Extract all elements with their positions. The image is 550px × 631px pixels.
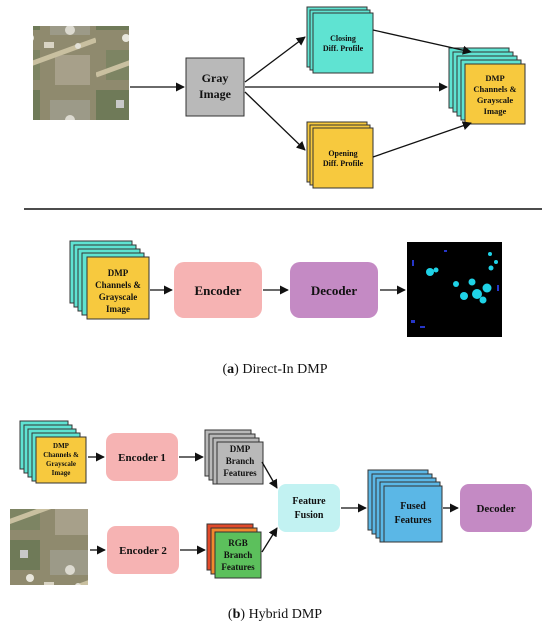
arrow-dmpbranch-to-fusion: [261, 461, 278, 489]
fused-features-stack: Fused Features: [367, 469, 443, 543]
dmp-row-label-2: Channels &: [95, 280, 141, 290]
decoder-box: Decoder: [290, 262, 378, 318]
dmp-branch-label-1: DMP: [230, 444, 251, 454]
caption-b-text: Hybrid DMP: [245, 607, 322, 622]
gray-image-box: Gray Image: [185, 57, 245, 117]
opening-label-2: Diff. Profile: [323, 159, 364, 168]
arrow-opening-to-dmp: [372, 121, 472, 158]
aerial-input-image-b: [10, 509, 88, 585]
dmp-b-label-1: DMP: [53, 442, 70, 450]
dmp-b-label-4: Image: [52, 469, 71, 477]
caption-a-text: Direct-In DMP: [239, 362, 328, 377]
closing-profile-stack: Closing Diff. Profile: [306, 6, 374, 74]
closing-label-2: Diff. Profile: [323, 44, 364, 53]
dmp-stack-top: DMP Channels & Grayscale Image: [448, 47, 526, 125]
dmp-b-label-3: Grayscale: [46, 460, 76, 468]
caption-a: (a) Direct-In DMP: [223, 362, 328, 377]
dmp-b-label-2: Channels &: [43, 451, 79, 459]
arrow-gray-to-opening: [244, 91, 306, 151]
dmp-row-label-1: DMP: [108, 268, 129, 278]
arrow-closing-to-dmp: [372, 29, 472, 55]
dmp-top-label-1: DMP: [485, 73, 504, 83]
rgb-branch-label-2: Branch: [224, 550, 253, 560]
encoder1-box: Encoder 1: [106, 433, 178, 481]
dmp-branch-label-3: Features: [223, 468, 257, 478]
aerial-input-image: [33, 26, 129, 120]
decoder-b-label: Decoder: [476, 503, 515, 515]
gray-image-label-2: Image: [199, 87, 232, 101]
encoder-box: Encoder: [174, 262, 262, 318]
dmp-branch-features-stack: DMP Branch Features: [204, 429, 264, 485]
decoder-b-box: Decoder: [460, 484, 532, 532]
dmp-stack-b: DMP Channels & Grayscale Image: [19, 420, 87, 484]
dmp-row-label-4: Image: [106, 304, 130, 314]
rgb-branch-features-stack: RGB Branch Features: [206, 523, 262, 579]
segmentation-output-map: [407, 242, 502, 337]
encoder2-label: Encoder 2: [119, 545, 167, 557]
caption-b: (b) Hybrid DMP: [228, 607, 322, 622]
dmp-branch-label-2: Branch: [226, 456, 255, 466]
fused-label-1: Fused: [400, 501, 426, 512]
dmp-stack-row-a: DMP Channels & Grayscale Image: [69, 240, 150, 320]
fusion-label-2: Fusion: [295, 510, 324, 521]
rgb-branch-label-3: Features: [221, 562, 255, 572]
decoder-label: Decoder: [311, 283, 357, 298]
caption-a-letter: a: [227, 362, 234, 377]
dmp-top-label-4: Image: [484, 106, 507, 116]
feature-fusion-box: Feature Fusion: [278, 484, 340, 532]
rgb-branch-label-1: RGB: [228, 538, 248, 548]
fused-label-2: Features: [394, 515, 431, 526]
fusion-label-1: Feature: [292, 496, 326, 507]
dmp-row-label-3: Grayscale: [99, 292, 138, 302]
closing-label-1: Closing: [330, 34, 356, 43]
dmp-top-label-2: Channels &: [473, 84, 516, 94]
encoder2-box: Encoder 2: [107, 526, 179, 574]
arrow-rgbbranch-to-fusion: [261, 527, 278, 553]
opening-profile-stack: Opening Diff. Profile: [306, 121, 374, 189]
gray-image-label-1: Gray: [202, 71, 229, 85]
caption-b-letter: b: [233, 607, 241, 622]
encoder1-label: Encoder 1: [118, 452, 166, 464]
arrow-gray-to-closing: [244, 36, 306, 83]
encoder-label: Encoder: [195, 283, 242, 298]
dmp-top-label-3: Grayscale: [477, 95, 514, 105]
opening-label-1: Opening: [328, 149, 357, 158]
